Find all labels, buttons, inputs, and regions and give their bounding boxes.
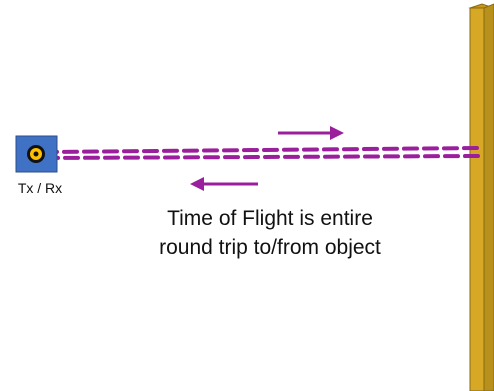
outgoing-arrow	[278, 126, 344, 140]
wall-front-face	[469, 7, 485, 391]
wall-side-face	[483, 3, 494, 391]
return-dashed-line	[42, 154, 480, 160]
diagram-caption: Time of Flight is entire round trip to/f…	[100, 204, 440, 262]
caption-line-2: round trip to/from object	[159, 236, 381, 259]
return-arrow	[190, 177, 258, 191]
target-object	[468, 3, 494, 391]
outgoing-dashed-line	[42, 146, 480, 154]
transceiver-label: Tx / Rx	[17, 180, 63, 196]
caption-line-1: Time of Flight is entire	[167, 207, 373, 230]
transceiver-icon	[15, 135, 58, 173]
signal-path	[42, 146, 480, 160]
